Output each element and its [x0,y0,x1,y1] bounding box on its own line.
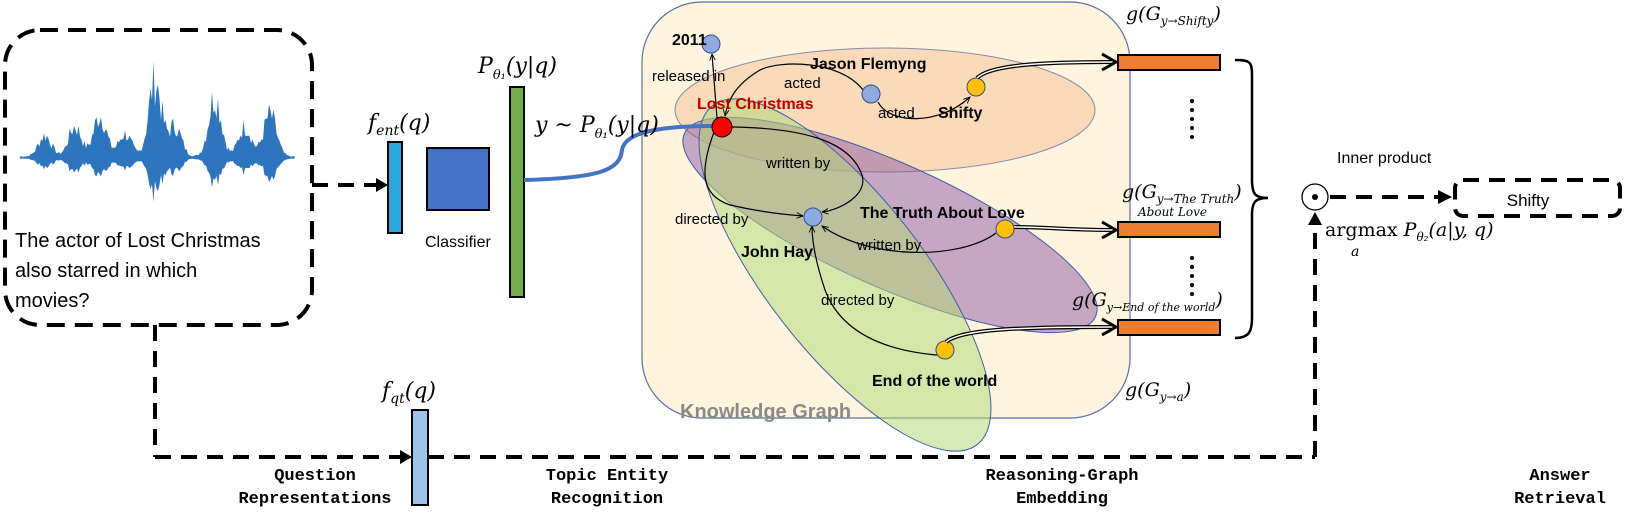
edge-directed-by-2 [812,226,938,356]
node-label-2011: 2011 [672,32,707,49]
edge-directed-by-1 [704,131,803,216]
edge-label-acted-1: acted [784,75,821,92]
node-shifty [966,77,986,97]
edge-acted-1 [725,63,864,116]
f-qt-vector [411,409,429,506]
topic-link-curve [523,124,713,182]
embedding-label-truth-line2: About Love [1137,205,1207,219]
node-label-shifty: Shifty [938,105,983,122]
arrow-head [1308,212,1322,225]
node-john-hay [803,207,823,227]
edge-released-in [712,54,718,119]
aggregation-brace [1234,58,1269,340]
edge-label-released-in: released in [652,68,725,85]
p-theta1-vector [509,86,525,298]
node-end-of-the-world [935,340,955,360]
node-label-john-hay: John Hay [741,244,813,261]
node-truth-about-love [995,219,1015,239]
ellipsis-dots [1190,99,1194,296]
edge-acted-2 [877,97,970,120]
question-box: The actor of Lost Christmas also starred… [3,28,314,327]
edge-written-by-1 [731,126,864,212]
subgraph-end [698,98,992,452]
answer-text: Shifty [1507,191,1550,210]
edge-label-directed-by-2: directed by [821,292,895,309]
embedding-truth [1117,221,1221,238]
answer-box [1453,178,1622,218]
kg-title: Knowledge Graph [680,401,851,423]
classifier-label: Classifier [425,234,491,251]
audio-waveform [20,60,295,202]
dot-icon [1312,194,1318,200]
edge-label-directed-by-1: directed by [675,211,749,228]
node-lost-christmas [711,116,733,138]
arrow-head [1438,190,1452,204]
node-label-jason-flemyng: Jason Flemyng [810,56,926,73]
node-label-end-of-the-world: End of the world [872,373,997,390]
edge-written-by-2 [822,226,997,253]
inner-product-label: Inner product [1337,150,1432,167]
f-qt-label: fqt(q) [380,379,436,407]
embedding-label-truth: g(Gy→The Truth) [1122,181,1242,206]
edge-label-written-by-2: written by [856,237,922,254]
edge-label-acted-2: acted [878,105,915,122]
sample-label: y ~ Pθ₁(y|q) [534,113,659,142]
classifier-block [426,147,490,211]
arrow-head [376,178,388,192]
node-label-lost-christmas: Lost Christmas [697,96,814,113]
argmax-subscript: a [1351,244,1359,260]
embedding-label-end: g(Gy→End of the world) [1072,289,1223,314]
f-ent-vector [387,141,403,234]
edge-label-written-by-1: written by [765,155,831,172]
embedding-label-shifty: g(Gy→Shifty) [1126,3,1221,28]
knowledge-graph: Knowledge Graph released in acted acted … [641,1,1131,452]
question-text: The actor of Lost Christmas also starred… [15,230,266,312]
node-2011 [701,34,721,54]
embedding-end [1117,319,1221,336]
node-jason-flemyng [861,84,881,104]
embedding-arrows [944,52,1120,344]
p-theta1-label: Pθ₁(y|q) [477,54,557,83]
f-ent-label: fent(q) [366,111,430,139]
embedding-shifty [1117,54,1221,71]
arrow-head [400,450,412,464]
node-label-truth-about-love: The Truth About Love [860,205,1025,222]
embedding-label-generic: g(Gy→a) [1125,379,1191,404]
